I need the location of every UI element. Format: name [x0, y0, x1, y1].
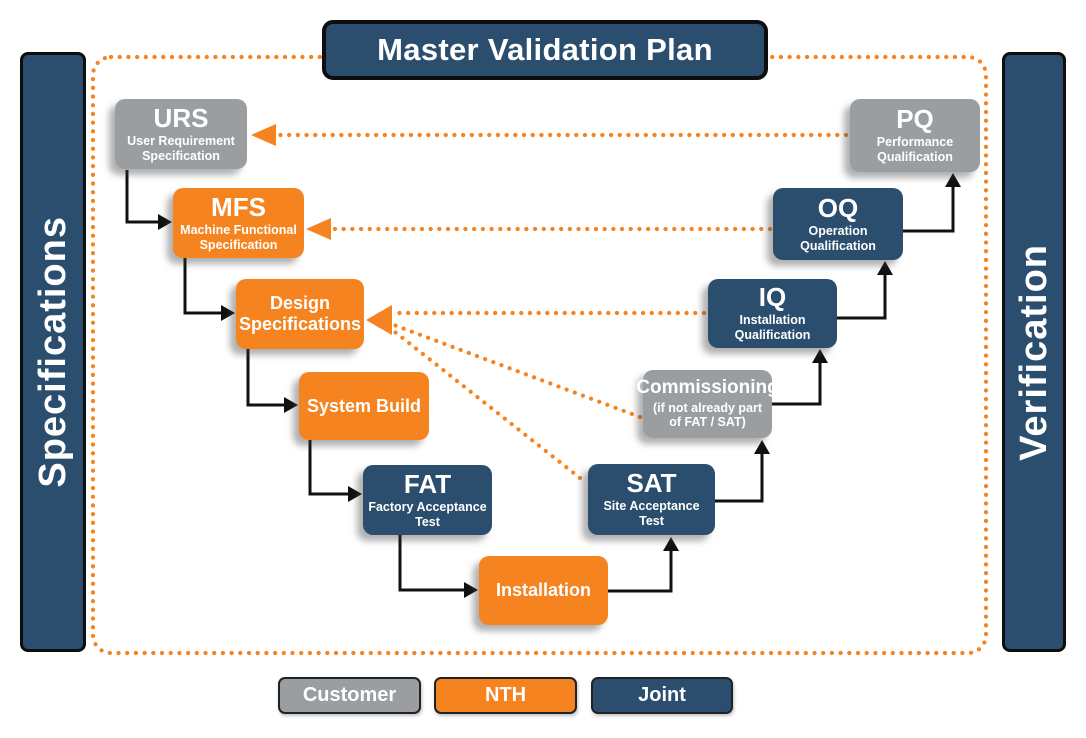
- node-urs-title: URS: [153, 102, 209, 133]
- feedback-arrowheads: [251, 124, 392, 335]
- verification-sidebar: Verification: [1002, 52, 1066, 652]
- node-sat: SAT Site Acceptance Test: [588, 464, 715, 535]
- arrowhead-commissioning: [754, 440, 770, 454]
- arrowhead-into-urs: [251, 124, 276, 146]
- node-mfs-subtitle: Machine Functional Specification: [180, 222, 297, 252]
- node-installation: Installation: [479, 556, 608, 625]
- edge-iq-to-oq: [837, 274, 887, 320]
- node-commissioning-subtitle: (if not already part of FAT / SAT): [652, 400, 763, 430]
- title-label: Master Validation Plan: [377, 32, 713, 67]
- arrowhead-mfs: [158, 214, 172, 230]
- node-pq-subtitle: Performance Qualification: [876, 135, 954, 165]
- verification-label: Verification: [1012, 243, 1055, 461]
- arrowhead-into-design: [366, 305, 392, 335]
- edge-oq-to-pq: [903, 186, 955, 233]
- legend-joint-label: Joint: [638, 684, 686, 706]
- node-urs-subtitle: User Requirement Specification: [127, 133, 235, 163]
- node-sat-subtitle: Site Acceptance Test: [603, 499, 700, 529]
- flow-lines: [125, 170, 955, 593]
- node-urs: URS User Requirement Specification: [115, 99, 247, 169]
- arrowhead-sat: [663, 537, 679, 551]
- arrowhead-iq: [812, 349, 828, 363]
- verification-feedback-lines: [273, 132, 849, 481]
- node-sat-title: SAT: [626, 468, 677, 499]
- node-pq-title: PQ: [896, 104, 934, 135]
- node-pq: PQ Performance Qualification: [850, 99, 980, 172]
- arrowhead-design: [221, 305, 235, 321]
- edge-systembuild-to-fat: [308, 440, 348, 496]
- edge-sat-to-commissioning: [715, 453, 764, 503]
- node-iq: IQ Installation Qualification: [708, 279, 837, 348]
- specifications-sidebar: Specifications: [20, 52, 86, 652]
- node-design-title: Design Specifications: [238, 293, 362, 334]
- node-commissioning-title: Commissioning: [636, 376, 779, 398]
- legend-customer-label: Customer: [302, 684, 397, 706]
- node-system-build-title: System Build: [306, 395, 422, 416]
- node-fat: FAT Factory Acceptance Test: [363, 465, 492, 535]
- node-oq-subtitle: Operation Qualification: [800, 223, 876, 253]
- legend-customer: Customer: [278, 677, 421, 714]
- master-validation-plan-title: Master Validation Plan: [322, 20, 768, 80]
- edge-commissioning-to-design: [391, 322, 643, 420]
- node-mfs-title: MFS: [211, 191, 266, 222]
- node-iq-subtitle: Installation Qualification: [734, 313, 811, 343]
- edge-fat-to-installation: [398, 535, 464, 592]
- arrowhead-oq: [877, 261, 893, 275]
- legend-nth: NTH: [434, 677, 577, 714]
- node-oq: OQ Operation Qualification: [773, 188, 903, 260]
- legend-nth-label: NTH: [484, 684, 527, 706]
- node-fat-subtitle: Factory Acceptance Test: [368, 499, 487, 529]
- arrowhead-fat: [348, 486, 362, 502]
- arrowhead-systembuild: [284, 397, 298, 413]
- edge-installation-to-sat: [608, 550, 673, 593]
- arrowhead-installation: [464, 582, 478, 598]
- arrowhead-pq: [945, 173, 961, 187]
- node-installation-title: Installation: [495, 580, 591, 601]
- edge-commissioning-to-iq: [772, 362, 822, 406]
- node-iq-title: IQ: [758, 282, 787, 313]
- legend-joint: Joint: [591, 677, 733, 714]
- node-oq-title: OQ: [817, 192, 859, 223]
- node-mfs: MFS Machine Functional Specification: [173, 188, 304, 258]
- edge-urs-to-mfs: [125, 170, 158, 224]
- node-commissioning: Commissioning (if not already part of FA…: [636, 370, 779, 438]
- edge-mfs-to-design: [183, 258, 221, 315]
- node-system-build: System Build: [299, 372, 429, 440]
- node-design-specifications: Design Specifications: [236, 279, 364, 349]
- specifications-label: Specifications: [31, 216, 74, 488]
- node-fat-title: FAT: [403, 468, 452, 499]
- edge-design-to-systembuild: [246, 349, 284, 407]
- flow-arrowheads: [158, 173, 961, 598]
- arrowhead-into-mfs: [306, 218, 331, 240]
